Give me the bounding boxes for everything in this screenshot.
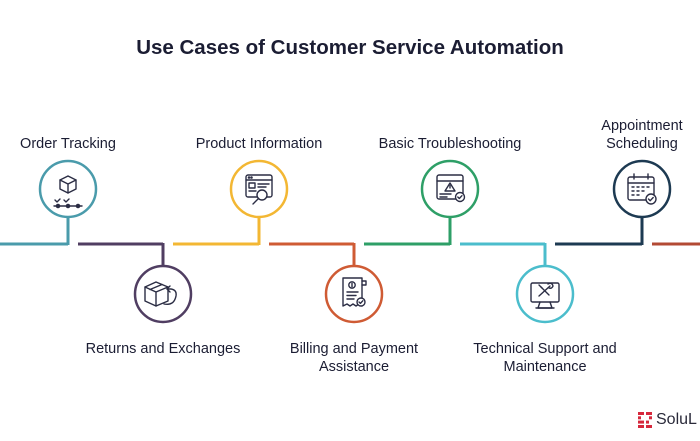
box-tracking-icon bbox=[53, 175, 83, 209]
label-product-information: Product Information bbox=[195, 136, 323, 152]
node-circle-appointment bbox=[612, 159, 672, 219]
node-circle-product-info bbox=[229, 159, 289, 219]
calendar-check-icon bbox=[627, 173, 657, 205]
node-circle-tech-support bbox=[515, 264, 575, 324]
label-appointment-scheduling: Appointment Scheduling bbox=[601, 118, 683, 152]
return-box-icon bbox=[144, 281, 177, 307]
label-technical-support: Technical Support and Maintenance bbox=[473, 341, 617, 375]
label-billing-payment: Billing and Payment Assistance bbox=[289, 341, 419, 375]
node-circle-troubleshooting bbox=[420, 159, 480, 219]
label-returns-exchanges: Returns and Exchanges bbox=[85, 341, 241, 357]
monitor-tools-icon bbox=[530, 282, 560, 309]
diagram-title: Use Cases of Customer Service Automation bbox=[136, 36, 564, 59]
brand-logo: SoluL bbox=[638, 411, 697, 429]
node-circle-billing bbox=[324, 264, 384, 324]
brand-text: SoluL bbox=[656, 411, 697, 428]
product-search-icon bbox=[245, 174, 273, 205]
label-basic-troubleshooting: Basic Troubleshooting bbox=[378, 136, 522, 152]
node-circle-returns bbox=[133, 264, 193, 324]
invoice-icon bbox=[342, 277, 367, 307]
label-order-tracking: Order Tracking bbox=[20, 136, 116, 152]
brand-mark-icon bbox=[638, 412, 652, 428]
warning-window-icon bbox=[436, 174, 466, 203]
